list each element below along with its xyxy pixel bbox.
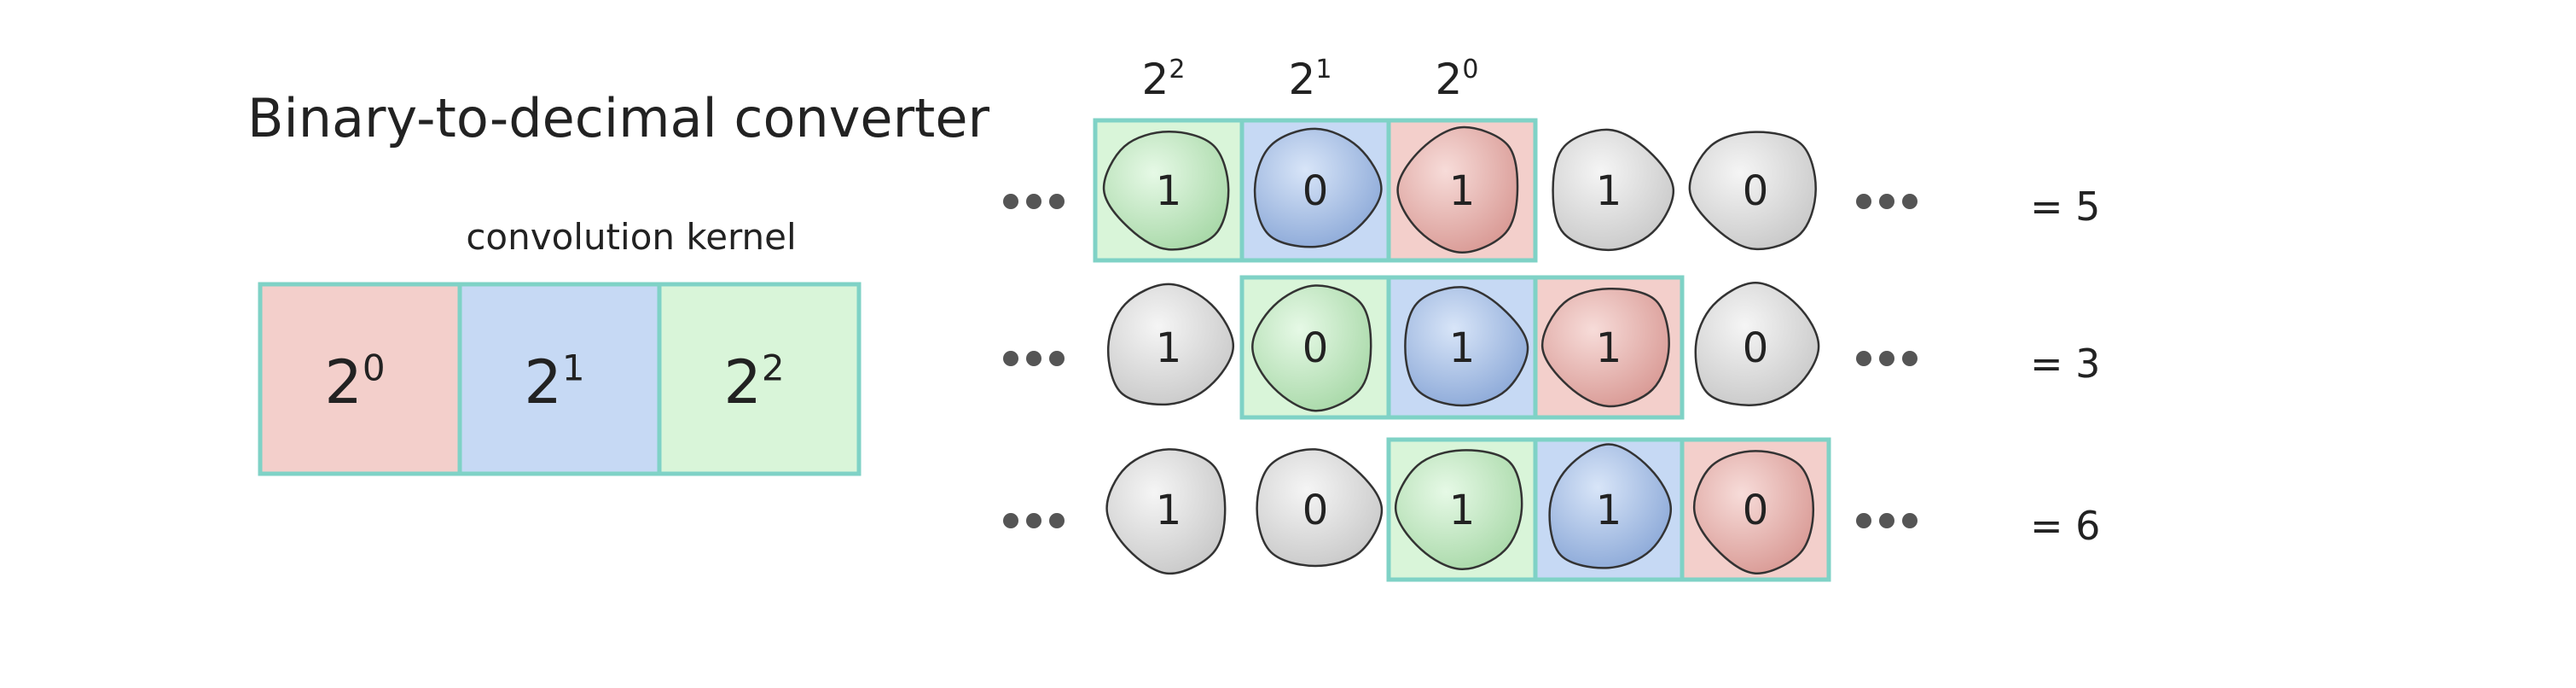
bit-ball (1256, 448, 1384, 568)
bit-ball (1404, 286, 1529, 407)
ellipsis-dot (1003, 194, 1018, 209)
ellipsis-dot (1856, 513, 1871, 528)
bit-ball (1394, 449, 1523, 571)
bit-value: 0 (1303, 324, 1329, 372)
convolution-kernel: 20 21 22 (258, 282, 862, 476)
ellipsis-dot (1902, 194, 1917, 209)
kernel-cell-green (657, 282, 862, 476)
bit-row: 1 0 1 1 0 = 5 (1003, 118, 2100, 263)
ellipsis-dot (1902, 351, 1917, 366)
ellipsis-dot (1856, 194, 1871, 209)
bit-value: 1 (1449, 324, 1476, 372)
bit-ball (1396, 125, 1519, 254)
bit-value: 1 (1449, 167, 1476, 215)
bit-value: 1 (1449, 487, 1476, 534)
bit-ball (1105, 448, 1227, 575)
bit-ball (1552, 128, 1675, 252)
ellipsis-dot (1879, 194, 1894, 209)
kernel-cell-red (258, 282, 462, 476)
column-header-power: 20 (1436, 55, 1479, 104)
kernel-label: convolution kernel (466, 216, 796, 258)
column-header-power: 22 (1142, 55, 1186, 104)
bit-ball (1106, 283, 1235, 406)
bit-row: 1 0 1 1 0 = 3 (1003, 275, 2100, 420)
bit-value: 0 (1303, 167, 1329, 215)
ellipsis-dot (1003, 351, 1018, 366)
bit-value: 1 (1156, 324, 1182, 372)
bit-ball (1688, 131, 1817, 251)
bit-value: 1 (1596, 167, 1622, 215)
column-headers: 22 21 20 (1142, 55, 1479, 104)
row-result: = 5 (2030, 184, 2100, 230)
ellipsis-dot (1856, 351, 1871, 366)
bit-value: 1 (1156, 167, 1182, 215)
diagram-title: Binary-to-decimal converter (247, 87, 990, 149)
bit-ball (1253, 127, 1383, 248)
ellipsis-dot (1049, 194, 1065, 209)
ellipsis-dot (1879, 351, 1894, 366)
bit-value: 0 (1303, 487, 1329, 534)
bit-ball (1692, 450, 1815, 574)
kernel-weight-label: 21 (524, 347, 584, 417)
ellipsis-dot (1902, 513, 1917, 528)
kernel-weight-label: 22 (723, 347, 784, 417)
ellipsis-dot (1049, 351, 1065, 366)
bit-value: 0 (1743, 167, 1769, 215)
bit-rows: 1 0 1 1 0 = 5 1 0 1 1 0 = 3 1 0 1 1 0 = 6 (1003, 118, 2100, 582)
bit-ball (1548, 443, 1673, 569)
bit-value: 0 (1743, 324, 1769, 372)
ellipsis-dot (1026, 513, 1041, 528)
column-header-power: 21 (1289, 55, 1332, 104)
bit-ball (1251, 284, 1372, 412)
bit-value: 1 (1596, 324, 1622, 372)
bit-ball (1540, 288, 1670, 408)
row-result: = 3 (2030, 341, 2100, 387)
bit-value: 0 (1743, 487, 1769, 534)
kernel-weight-label: 20 (324, 347, 385, 417)
bit-value: 1 (1156, 487, 1182, 534)
ellipsis-dot (1026, 351, 1041, 366)
row-result: = 6 (2030, 503, 2100, 549)
ellipsis-dot (1026, 194, 1041, 209)
bit-row: 1 0 1 1 0 = 6 (1003, 437, 2100, 582)
bit-ball (1102, 131, 1230, 251)
ellipsis-dot (1049, 513, 1065, 528)
bit-ball (1694, 282, 1820, 406)
ellipsis-dot (1879, 513, 1894, 528)
bit-value: 1 (1596, 487, 1622, 534)
ellipsis-dot (1003, 513, 1018, 528)
